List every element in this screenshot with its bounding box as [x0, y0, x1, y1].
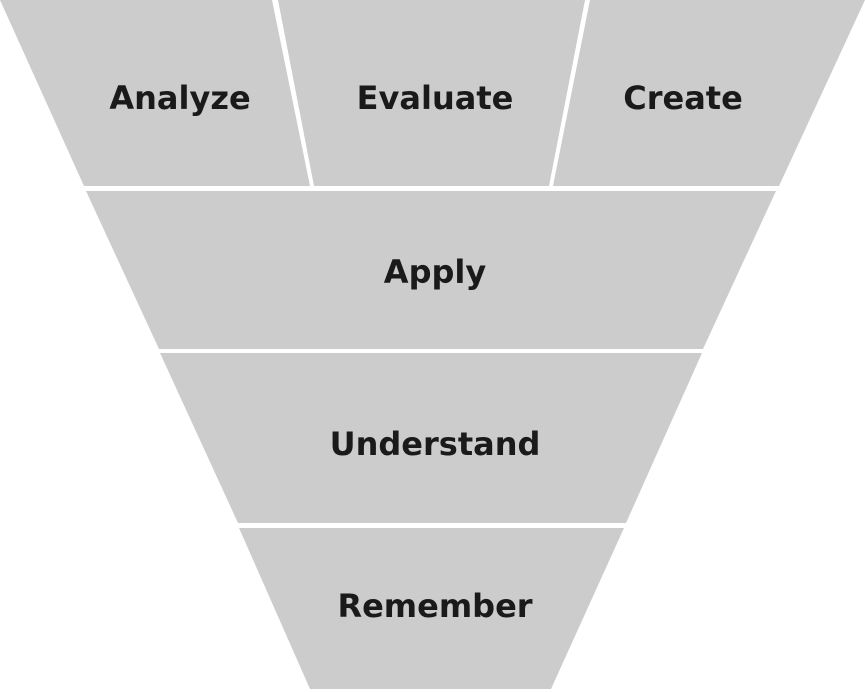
tier-apply: Apply — [86, 191, 776, 349]
segment-remember — [239, 528, 624, 689]
label-remember: Remember — [337, 587, 532, 625]
label-analyze: Analyze — [109, 79, 250, 117]
label-apply: Apply — [384, 253, 487, 291]
tier-understand: Understand — [160, 353, 702, 523]
label-create: Create — [623, 79, 743, 117]
segment-understand — [160, 353, 702, 523]
segment-create — [553, 0, 865, 186]
segment-analyze — [0, 0, 310, 186]
tier-remember: Remember — [239, 528, 624, 689]
label-understand: Understand — [330, 425, 541, 463]
segment-evaluate — [278, 0, 585, 186]
segment-apply — [86, 191, 776, 349]
label-evaluate: Evaluate — [357, 79, 514, 117]
top-tier: Analyze Evaluate Create — [0, 0, 865, 186]
